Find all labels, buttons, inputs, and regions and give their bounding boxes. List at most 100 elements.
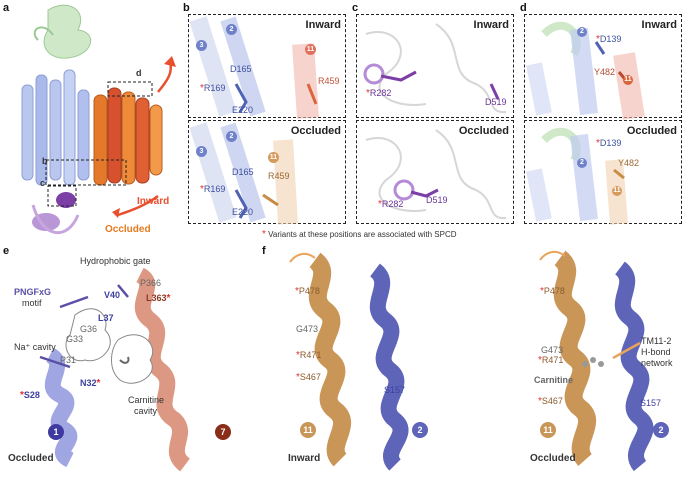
panel-d-occluded-art — [526, 127, 628, 225]
res-G36: G36 — [80, 324, 98, 334]
spcd-note: Variants at these positions are associat… — [268, 230, 457, 239]
motif-label-2: motif — [22, 298, 42, 308]
panel-label-a: a — [3, 2, 10, 14]
hbond-label-1: TM11-2 — [641, 336, 672, 346]
panel-d-occ-title: Occluded — [626, 125, 677, 137]
res-G473-fr: G473 — [541, 345, 564, 355]
panel-f-right-art — [539, 250, 654, 472]
panel-d-inward-art — [526, 21, 645, 120]
res-E220-b-in: E220 — [232, 105, 254, 115]
star-icon: * — [262, 229, 266, 240]
motif-label-1: PNGFxG — [14, 287, 52, 297]
helix-11-d-in: 11 — [623, 75, 633, 85]
panel-label-b: b — [183, 2, 190, 14]
na-cavity-label: Na⁺ cavity — [14, 342, 56, 352]
star-icon: * — [538, 355, 542, 366]
res-D165-b-occ: D165 — [232, 167, 254, 177]
res-R282-c-occ: R282 — [381, 199, 404, 209]
res-G473-fl: G473 — [296, 324, 319, 334]
res-S157-fr: S157 — [640, 398, 662, 408]
star-icon: * — [296, 372, 300, 383]
res-R169-b-in: R169 — [203, 83, 226, 93]
res-R471-fr: R471 — [541, 355, 564, 365]
state-inward-f: Inward — [288, 453, 321, 464]
panel-e-art — [39, 267, 191, 472]
panel-label-d: d — [520, 2, 527, 14]
panel-c-inward: Inward — [356, 14, 514, 118]
panel-a-structure — [21, 4, 176, 234]
helix-11-fl: 11 — [300, 422, 316, 438]
callout-b: b — [42, 156, 48, 166]
res-S157-fl: S157 — [384, 385, 406, 395]
hbond-label-2: H-bond — [641, 347, 671, 357]
res-P478-fl: P478 — [298, 286, 320, 296]
panel-b-occluded-art — [189, 122, 298, 225]
helix-2-fl: 2 — [412, 422, 428, 438]
helix-11-fr: 11 — [540, 422, 556, 438]
carnitine-cavity-2: cavity — [134, 406, 158, 416]
res-R471-fl: R471 — [299, 350, 322, 360]
helix-7-e: 7 — [215, 424, 231, 440]
star-icon: * — [20, 390, 24, 401]
res-R459-b-occ: R459 — [268, 171, 290, 181]
panel-b-inward-art — [189, 16, 319, 119]
star-icon: * — [296, 350, 300, 361]
res-D165-b-in: D165 — [230, 64, 252, 74]
res-D519-c-in: D519 — [485, 97, 507, 107]
star-icon: * — [538, 396, 542, 407]
helix-2-d-occ: 2 — [577, 158, 587, 168]
helix-3-b-in: 3 — [196, 40, 207, 51]
res-Y482-d-in: Y482 — [594, 67, 616, 77]
star-icon: * — [596, 34, 600, 45]
helix-11-b-in: 11 — [305, 44, 316, 55]
panel-d-inward-title: Inward — [641, 19, 677, 31]
helix-11-d-occ: 11 — [612, 186, 622, 196]
star-icon: * — [200, 83, 204, 94]
res-P478-fr: P478 — [543, 286, 565, 296]
res-P31: P31 — [60, 355, 77, 365]
star-icon: * — [200, 184, 204, 195]
res-R169-b-occ: R169 — [203, 184, 226, 194]
star-icon: * — [366, 88, 370, 99]
carnitine-label: Carnitine — [534, 375, 574, 385]
panel-c-occ-title: Occluded — [458, 125, 509, 137]
star-icon: * — [540, 286, 544, 297]
helix-2-b-in: 2 — [226, 24, 237, 35]
res-E220-b-occ: E220 — [232, 207, 254, 217]
panel-label-f: f — [262, 245, 266, 257]
res-Y482-d-occ: Y482 — [618, 158, 640, 168]
res-R282-c-in: R282 — [369, 88, 392, 98]
panel-b-occ-title: Occluded — [290, 125, 341, 137]
state-inward-a: Inward — [137, 196, 170, 207]
res-S467-fr: S467 — [541, 396, 563, 406]
hydrophobic-gate-label: Hydrophobic gate — [80, 256, 151, 266]
helix-2-fr: 2 — [653, 422, 669, 438]
res-D139-d-in: D139 — [599, 34, 622, 44]
res-P366: P366 — [140, 278, 162, 288]
helix-2-b-occ: 2 — [226, 131, 237, 142]
helix-11-b-occ: 11 — [268, 152, 279, 163]
panel-label-c: c — [352, 2, 359, 14]
star-icon: * — [295, 286, 299, 297]
res-S467-fl: S467 — [299, 372, 321, 382]
state-occluded-e: Occluded — [8, 453, 54, 464]
panel-c-occluded: Occluded — [356, 120, 514, 224]
res-S28: S28 — [23, 390, 40, 400]
star-icon: * — [378, 199, 382, 210]
star-icon: * — [166, 293, 171, 304]
helix-2-d-in: 2 — [577, 27, 587, 37]
res-N32: N32 — [80, 378, 97, 388]
panel-b-inward-title: Inward — [305, 19, 341, 31]
panel-c-occluded-art — [365, 129, 507, 220]
res-L37: L37 — [98, 313, 114, 323]
helix-1-e: 1 — [48, 424, 64, 440]
star-icon: * — [596, 138, 600, 149]
callout-d: d — [136, 68, 142, 78]
callout-c: c — [40, 178, 46, 188]
panel-b-inward: Inward — [188, 14, 346, 118]
res-G33: G33 — [66, 334, 84, 344]
panel-c-inward-title: Inward — [473, 19, 509, 31]
state-occluded-f: Occluded — [530, 453, 576, 464]
carnitine-cavity-1: Carnitine — [128, 395, 165, 405]
panel-c-inward-art — [363, 23, 507, 114]
